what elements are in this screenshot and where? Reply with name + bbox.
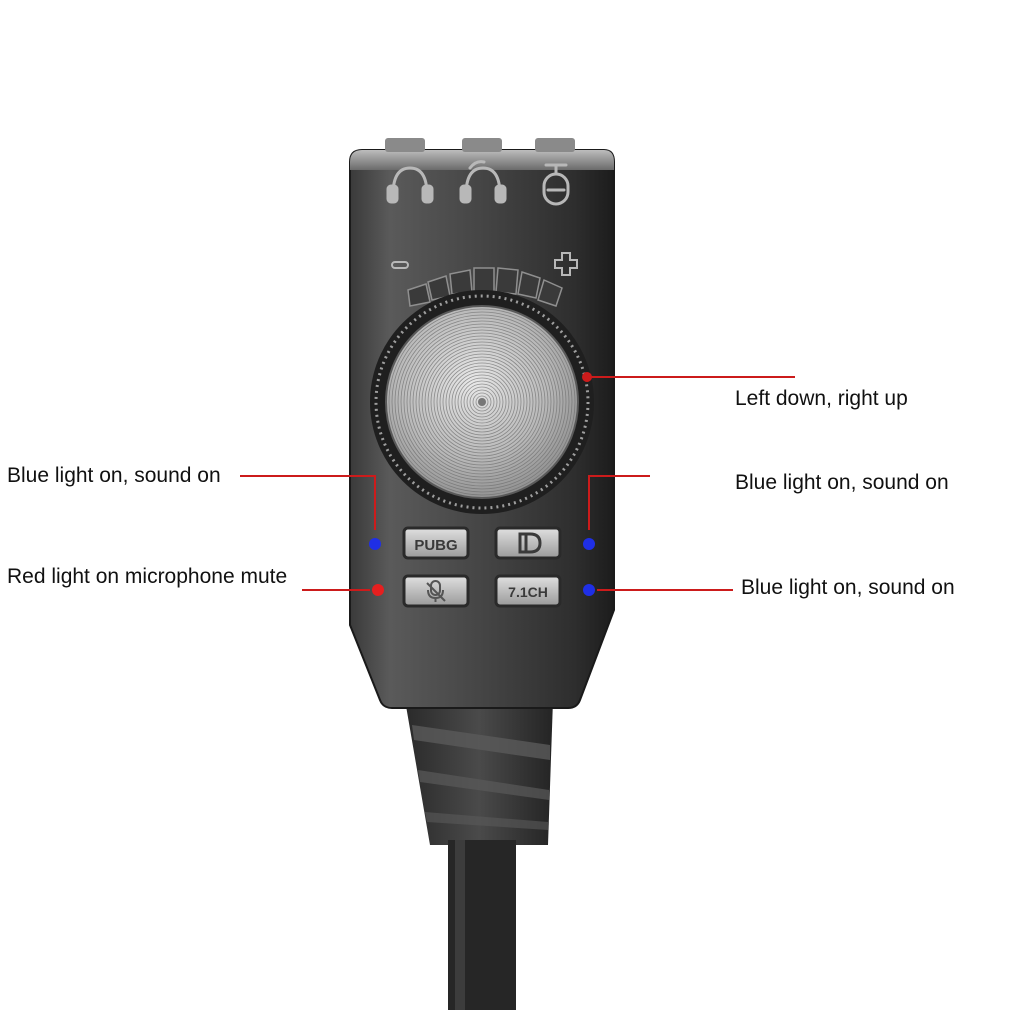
led-left-bottom-red: [372, 584, 384, 596]
knob-ring: [406, 326, 558, 478]
led-right-top-blue: [583, 538, 595, 550]
knob-ring: [466, 386, 498, 418]
minus-icon: [391, 261, 409, 269]
knob-ring: [454, 374, 510, 430]
knob-ring: [436, 356, 528, 448]
microphone-icon: [542, 163, 570, 206]
annotation-pointer-lines: [240, 372, 795, 591]
usb-cable: [405, 700, 553, 1010]
annotation-left-bottom: Red light on microphone mute: [7, 565, 288, 588]
knob-ring: [421, 341, 543, 463]
knob-ring: [424, 344, 540, 460]
knob-ring: [451, 371, 513, 433]
annotation-right-top: Blue light on, sound on: [735, 471, 949, 494]
knob-ring: [412, 332, 552, 472]
knob-ring: [391, 311, 573, 493]
knob-ring: [430, 350, 534, 454]
surround-button-label: 7.1CH: [508, 584, 548, 600]
led-left-top-blue: [369, 538, 381, 550]
knob-ring: [409, 329, 555, 475]
knob-ring: [463, 383, 501, 421]
game-logo-icon: [518, 532, 542, 554]
knob-ring: [469, 389, 495, 415]
pubg-mode-button[interactable]: PUBG: [402, 526, 470, 560]
annotation-right-bottom: Blue light on, sound on: [741, 576, 955, 599]
knob-ring: [445, 365, 519, 439]
knob-ring: [472, 392, 492, 412]
mic-mute-button[interactable]: [402, 574, 470, 608]
headset-mic-icon: [459, 160, 507, 204]
knob-ring: [448, 368, 516, 436]
knob-ring: [433, 353, 531, 451]
knob-ring: [457, 377, 507, 427]
annotation-knob: Left down, right up: [735, 387, 908, 410]
headphone-icon: [386, 166, 434, 204]
knob-ring: [475, 395, 489, 409]
led-right-bottom-blue: [583, 584, 595, 596]
surround-7-1-button[interactable]: 7.1CH: [494, 574, 562, 608]
knob-ring: [427, 347, 537, 457]
pubg-button-label: PUBG: [414, 537, 457, 554]
knob-ring: [439, 359, 525, 445]
knob-ring: [400, 320, 564, 484]
annotation-left-top: Blue light on, sound on: [7, 464, 221, 487]
knob-ring: [418, 338, 546, 466]
knob-ring: [442, 362, 522, 442]
knob-ring: [415, 335, 549, 469]
knob-ring: [388, 308, 576, 496]
volume-knob[interactable]: [370, 290, 594, 514]
knob-ring: [403, 323, 561, 481]
knob-ring: [397, 317, 567, 487]
game-mode-button[interactable]: [494, 526, 562, 560]
knob-ring: [460, 380, 504, 424]
volume-level-indicator: [407, 267, 563, 307]
mic-mute-icon: [426, 580, 446, 602]
knob-ring: [394, 314, 570, 490]
plus-icon: [554, 252, 578, 276]
